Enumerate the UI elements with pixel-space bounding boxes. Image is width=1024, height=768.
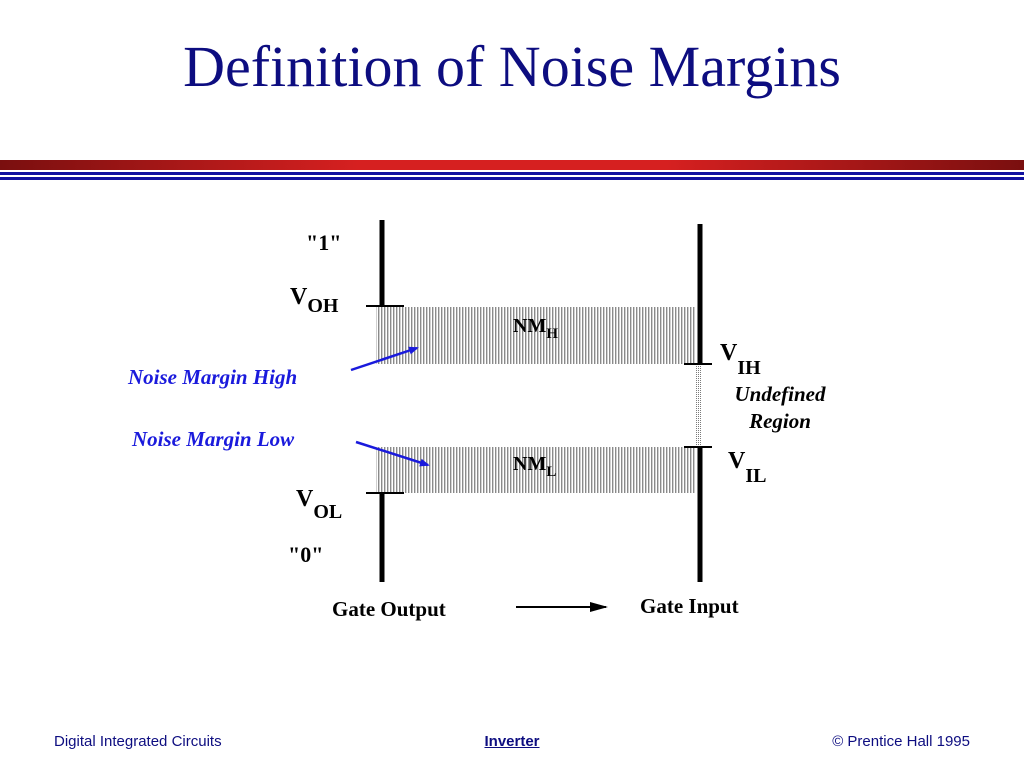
gate-input-label: Gate Input — [640, 594, 739, 618]
vol-label: VOL — [296, 486, 342, 523]
vih-label: VIH — [720, 340, 761, 379]
noise-margin-high-label: Noise Margin High — [127, 365, 297, 389]
gate-output-label: Gate Output — [332, 597, 446, 621]
undefined-region-strip — [696, 364, 701, 447]
vil-label: VIL — [728, 448, 766, 487]
undefined-region-label-line1: Undefined — [735, 382, 826, 406]
title-underline-blue-top — [0, 172, 1024, 175]
footer-copyright: © Prentice Hall 1995 — [832, 733, 970, 750]
title-underline-red — [0, 160, 1024, 170]
noise-margin-low-label: Noise Margin Low — [131, 427, 295, 451]
nml-label: NML — [513, 453, 556, 480]
title-underline-blue-bottom — [0, 177, 1024, 180]
logic-one-label: "1" — [306, 230, 341, 255]
undefined-region-label-line2: Region — [748, 409, 811, 433]
nml-region — [376, 447, 696, 493]
noise-margin-low-arrow — [355, 440, 430, 467]
slide-title: Definition of Noise Margins — [183, 34, 841, 99]
voh-label: VOH — [290, 284, 339, 317]
nmh-label: NMH — [513, 315, 558, 342]
footer-course-title: Digital Integrated Circuits — [54, 733, 222, 750]
nmh-region — [376, 307, 696, 364]
noise-margin-high-arrow — [350, 346, 419, 372]
logic-zero-label: "0" — [288, 542, 323, 567]
footer-chapter-link[interactable]: Inverter — [484, 733, 540, 750]
